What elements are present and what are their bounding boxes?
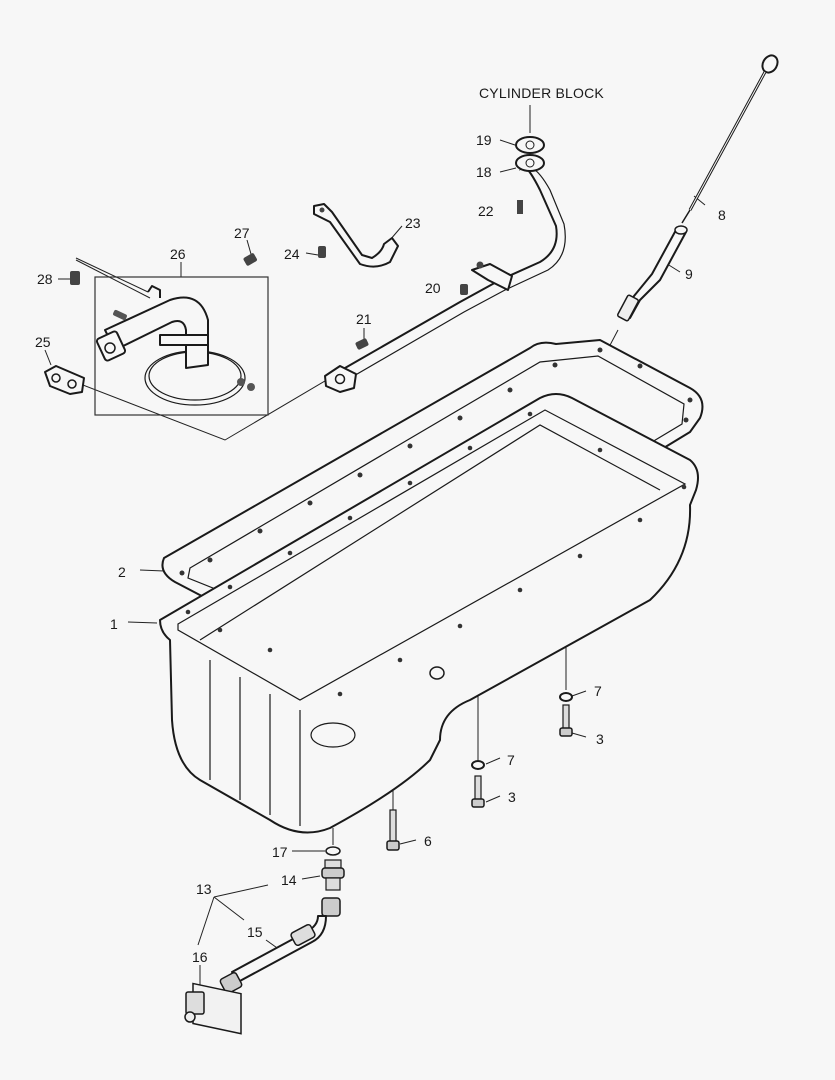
callout-14: 14 (281, 872, 297, 888)
bolt-washer-set-a (559, 692, 573, 737)
callout-26: 26 (170, 246, 186, 262)
dipstick-tube (617, 225, 688, 322)
callout-24: 24 (284, 246, 300, 262)
flanges-18-19 (515, 136, 545, 172)
callout-7b: 7 (507, 752, 515, 768)
bracket-23 (313, 203, 399, 268)
callout-8: 8 (718, 207, 726, 223)
callout-2: 2 (118, 564, 126, 580)
bolt-6 (386, 809, 400, 851)
cylinder-block-label: CYLINDER BLOCK (479, 85, 604, 101)
callout-9: 9 (685, 266, 693, 282)
callout-17: 17 (272, 844, 288, 860)
oil-pan (159, 393, 699, 834)
callout-22: 22 (478, 203, 494, 219)
dipstick (681, 54, 779, 224)
callout-20: 20 (425, 280, 441, 296)
bolt-21 (355, 338, 369, 350)
strainer-assembly (94, 276, 269, 416)
bolt-washer-set-b (471, 760, 485, 808)
callout-21: 21 (356, 311, 372, 327)
callout-19: 19 (476, 132, 492, 148)
bolt-22 (517, 200, 523, 214)
callout-1: 1 (110, 616, 118, 632)
callout-16: 16 (192, 949, 208, 965)
callout-15: 15 (247, 924, 263, 940)
drain-assembly (184, 846, 345, 1035)
callout-28: 28 (37, 271, 53, 287)
callout-3b: 3 (508, 789, 516, 805)
callout-27: 27 (234, 225, 250, 241)
gasket-25 (44, 365, 85, 395)
bolt-28 (70, 271, 80, 285)
callout-3a: 3 (596, 731, 604, 747)
callout-13: 13 (196, 881, 212, 897)
bolt-20 (460, 284, 468, 295)
callout-18: 18 (476, 164, 492, 180)
bolt-27 (243, 253, 257, 266)
callout-25: 25 (35, 334, 51, 350)
callout-6: 6 (424, 833, 432, 849)
bolt-24 (318, 246, 326, 258)
callout-7a: 7 (594, 683, 602, 699)
callout-23: 23 (405, 215, 421, 231)
